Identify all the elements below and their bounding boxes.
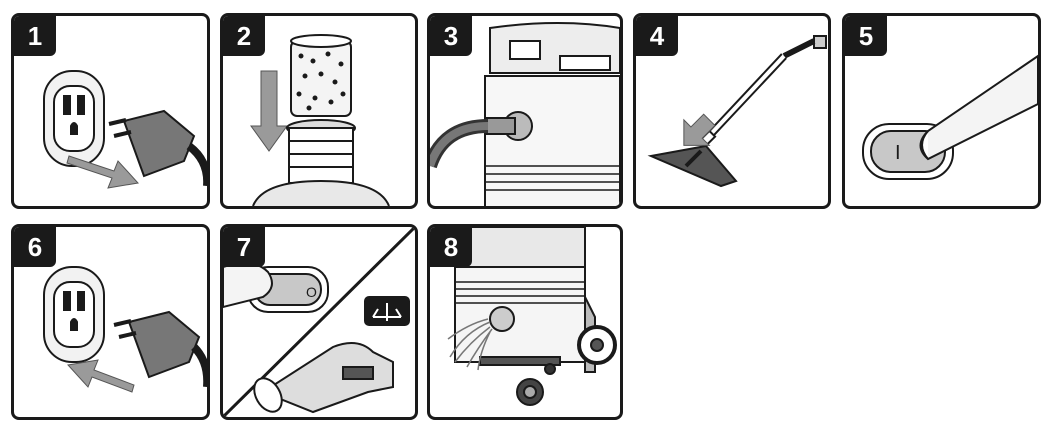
step-7-panel: 7 O bbox=[220, 224, 418, 420]
step-number-3: 3 bbox=[430, 16, 472, 56]
switch-off-mark: O bbox=[306, 284, 317, 300]
step-5-panel: 5 I bbox=[842, 13, 1041, 209]
attach-hose-icon bbox=[430, 22, 620, 206]
step-4-panel: 4 bbox=[633, 13, 831, 209]
rinse-tank-icon bbox=[447, 227, 617, 406]
power-on-switch-icon: I bbox=[862, 54, 1038, 180]
step-1-panel: 1 bbox=[11, 13, 210, 209]
plug-in-icon bbox=[43, 266, 207, 393]
filter-insert-icon bbox=[250, 34, 390, 206]
step-number-2: 2 bbox=[223, 16, 265, 56]
step-number-5: 5 bbox=[845, 16, 887, 56]
switch-on-mark: I bbox=[895, 142, 901, 164]
attach-floor-tool-icon bbox=[647, 35, 827, 188]
step-3-panel: 3 bbox=[427, 13, 623, 209]
step-number-4: 4 bbox=[636, 16, 678, 56]
power-off-switch-icon: O bbox=[223, 227, 415, 417]
unplug-icon bbox=[43, 70, 207, 189]
step-number-8: 8 bbox=[430, 227, 472, 267]
step-number-1: 1 bbox=[14, 16, 56, 56]
step-number-7: 7 bbox=[223, 227, 265, 267]
step-number-6: 6 bbox=[14, 227, 56, 267]
step-2-panel: 2 bbox=[220, 13, 418, 209]
step-8-panel: 8 bbox=[427, 224, 623, 420]
step-6-panel: 6 bbox=[11, 224, 210, 420]
